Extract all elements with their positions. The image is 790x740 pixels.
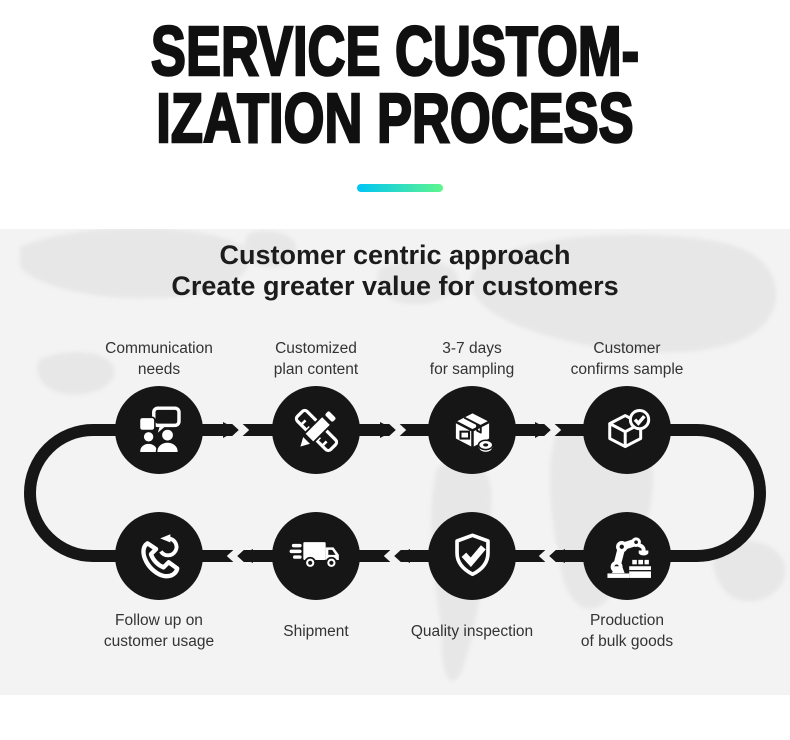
step-label-quality-inspection: Quality inspection — [410, 622, 534, 640]
step-circle-sampling-days — [428, 386, 516, 474]
step-label-confirms-sample: Customer confirms sample — [570, 340, 684, 378]
flow-arrow-right — [380, 416, 407, 444]
gradient-divider — [357, 184, 443, 192]
flow-loop-path — [24, 424, 766, 562]
panel-subtitle-line2: Create greater value for customers — [171, 271, 619, 301]
step-circle-follow-up — [115, 512, 203, 600]
page-title-line1: SERVICE CUSTOM- — [150, 12, 640, 90]
flow-arrow-left — [226, 542, 253, 570]
step-label-shipment: Shipment — [283, 622, 349, 640]
step-label-follow-up: Follow up on customer usage — [103, 612, 215, 650]
step-label-sampling-days: 3-7 days for sampling — [429, 340, 515, 378]
flow-arrow-right — [223, 416, 250, 444]
chat-people-icon — [138, 405, 181, 454]
page-title: SERVICE CUSTOM- IZATION PROCESS — [0, 12, 790, 157]
shield-check-icon — [454, 532, 490, 576]
flow-arrow-left — [383, 542, 410, 570]
page-title-line2: IZATION PROCESS — [155, 79, 634, 157]
box-check-icon — [607, 408, 650, 448]
step-label-production-bulk: Production of bulk goods — [580, 612, 674, 650]
flow-arrow-left — [538, 542, 565, 570]
robot-arm-icon — [606, 536, 651, 578]
phone-redo-icon — [140, 533, 179, 578]
step-label-communication-needs: Communication needs — [105, 340, 213, 378]
pencil-ruler-icon — [294, 408, 338, 452]
step-circle-confirms-sample — [583, 386, 671, 474]
package-tape-icon — [454, 412, 494, 453]
flow-arrow-right — [535, 416, 562, 444]
step-circle-production-bulk — [583, 512, 671, 600]
truck-icon — [289, 541, 339, 569]
panel-subtitle-line1: Customer centric approach — [219, 240, 571, 270]
step-circle-communication-needs — [115, 386, 203, 474]
step-label-customized-plan: Customized plan content — [273, 340, 359, 378]
step-circle-quality-inspection — [428, 512, 516, 600]
step-circle-shipment — [272, 512, 360, 600]
step-circle-customized-plan — [272, 386, 360, 474]
panel-subtitle: Customer centric approach Create greater… — [0, 240, 790, 302]
